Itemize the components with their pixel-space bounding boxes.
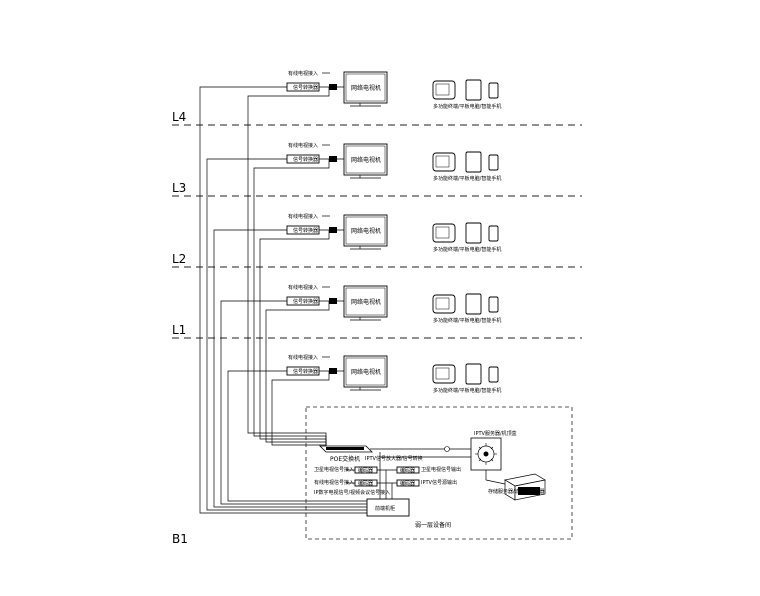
poe-cable <box>265 301 330 446</box>
poe-switch: POE交换机 <box>319 445 373 463</box>
tablet-icon <box>465 293 482 315</box>
input-label-3: IP数字电视信号/视频会议信号接入 <box>314 489 390 496</box>
terminal-icon <box>432 80 456 100</box>
tv-screen <box>343 71 388 104</box>
devices-label: 多功能终端/平板电脑/智能手机 <box>433 387 501 394</box>
phone-icon <box>488 296 499 313</box>
output-label-2: IPTV信号源输出 <box>421 479 457 486</box>
converter-label: 信号转换器 <box>293 227 318 234</box>
tablet-icon <box>465 222 482 244</box>
tv-label: 网络电视机 <box>351 368 381 376</box>
poe-cable <box>259 230 330 446</box>
encoder-label-3: 编码器 <box>400 467 415 474</box>
input-label-2: 有线电视信号接入 <box>314 479 354 486</box>
input-label-1: 卫星电视信号接入 <box>314 466 354 473</box>
server-label: IPTV服务器/机顶盒 <box>474 430 517 437</box>
terminal-icon <box>432 364 456 384</box>
storage-label: 存储服务器/流媒体服务器 <box>488 488 545 495</box>
encoder-label-1: 编码器 <box>358 467 373 474</box>
devices-label: 多功能终端/平板电脑/智能手机 <box>433 246 501 253</box>
tablet-icon <box>465 363 482 385</box>
devices-label: 多功能终端/平板电脑/智能手机 <box>433 103 501 110</box>
server-device: IPTV服务器/机顶盒 <box>470 430 517 471</box>
main-cabinet <box>366 498 410 517</box>
tv-screen <box>343 143 388 176</box>
riser-cable <box>206 158 367 511</box>
tv-screen <box>343 214 388 247</box>
converter-label: 信号转换器 <box>293 298 318 305</box>
poe-cable <box>247 87 330 446</box>
tv-screen <box>343 285 388 318</box>
riser-cable <box>227 370 367 502</box>
devices-label: 多功能终端/平板电脑/智能手机 <box>433 317 501 324</box>
tablet-icon <box>465 79 482 101</box>
tablet-icon <box>465 151 482 173</box>
storage-device: 存储服务器/流媒体服务器 <box>488 473 546 501</box>
converter-label: 信号转换器 <box>293 84 318 91</box>
output-label-1: 卫星电视信号输出 <box>421 466 461 473</box>
floor-label-l4: L4 <box>172 110 186 124</box>
converter-label: 信号转换器 <box>293 368 318 375</box>
floor-label-l1: L1 <box>172 323 186 337</box>
signal-input-label: 有线电视接入 <box>288 70 318 77</box>
signal-input-label: 有线电视接入 <box>288 213 318 220</box>
equipment-room-boundary <box>305 406 573 540</box>
encoder-label-4: 编码器 <box>400 480 415 487</box>
riser-cables <box>199 86 367 514</box>
equipment-room-title: 弱一层设备间 <box>415 521 451 529</box>
decoder-note: IPTV信号放大器/信号转换 <box>365 455 423 462</box>
floor-label-l3: L3 <box>172 181 186 195</box>
signal-input-label: 有线电视接入 <box>288 142 318 149</box>
tv-screen <box>343 355 388 388</box>
riser-cable <box>220 300 367 505</box>
devices-label: 多功能终端/平板电脑/智能手机 <box>433 175 501 182</box>
floor-separators <box>172 124 582 339</box>
tv-label: 网络电视机 <box>351 84 381 92</box>
equipment-room: 弱一层设备间 POE交换机 IPTV信号放大器/信号转换 前端机柜 编码器 编码… <box>305 406 573 540</box>
floor-label-l2: L2 <box>172 252 186 266</box>
converter-label: 信号转换器 <box>293 156 318 163</box>
poe-switch-label: POE交换机 <box>330 455 360 463</box>
terminal-icon <box>432 294 456 314</box>
tv-label: 网络电视机 <box>351 156 381 164</box>
floor-label-b1: B1 <box>172 532 188 546</box>
riser-cable <box>199 86 367 514</box>
poe-cable <box>271 371 330 446</box>
signal-input-label: 有线电视接入 <box>288 354 318 361</box>
main-cabinet-label: 前端机柜 <box>375 505 395 512</box>
tv-label: 网络电视机 <box>351 227 381 235</box>
phone-icon <box>488 225 499 242</box>
floor-units: 有线电视接入信号转换器网络电视机多功能终端/平板电脑/智能手机有线电视接入信号转… <box>286 70 501 394</box>
phone-icon <box>488 154 499 171</box>
terminal-icon <box>432 152 456 172</box>
terminal-icon <box>432 223 456 243</box>
poe-cable <box>253 159 330 446</box>
signal-input-label: 有线电视接入 <box>288 284 318 291</box>
phone-icon <box>488 82 499 99</box>
phone-icon <box>488 366 499 383</box>
riser-cable <box>213 229 367 508</box>
encoder-label-2: 编码器 <box>358 480 373 487</box>
tv-label: 网络电视机 <box>351 298 381 306</box>
